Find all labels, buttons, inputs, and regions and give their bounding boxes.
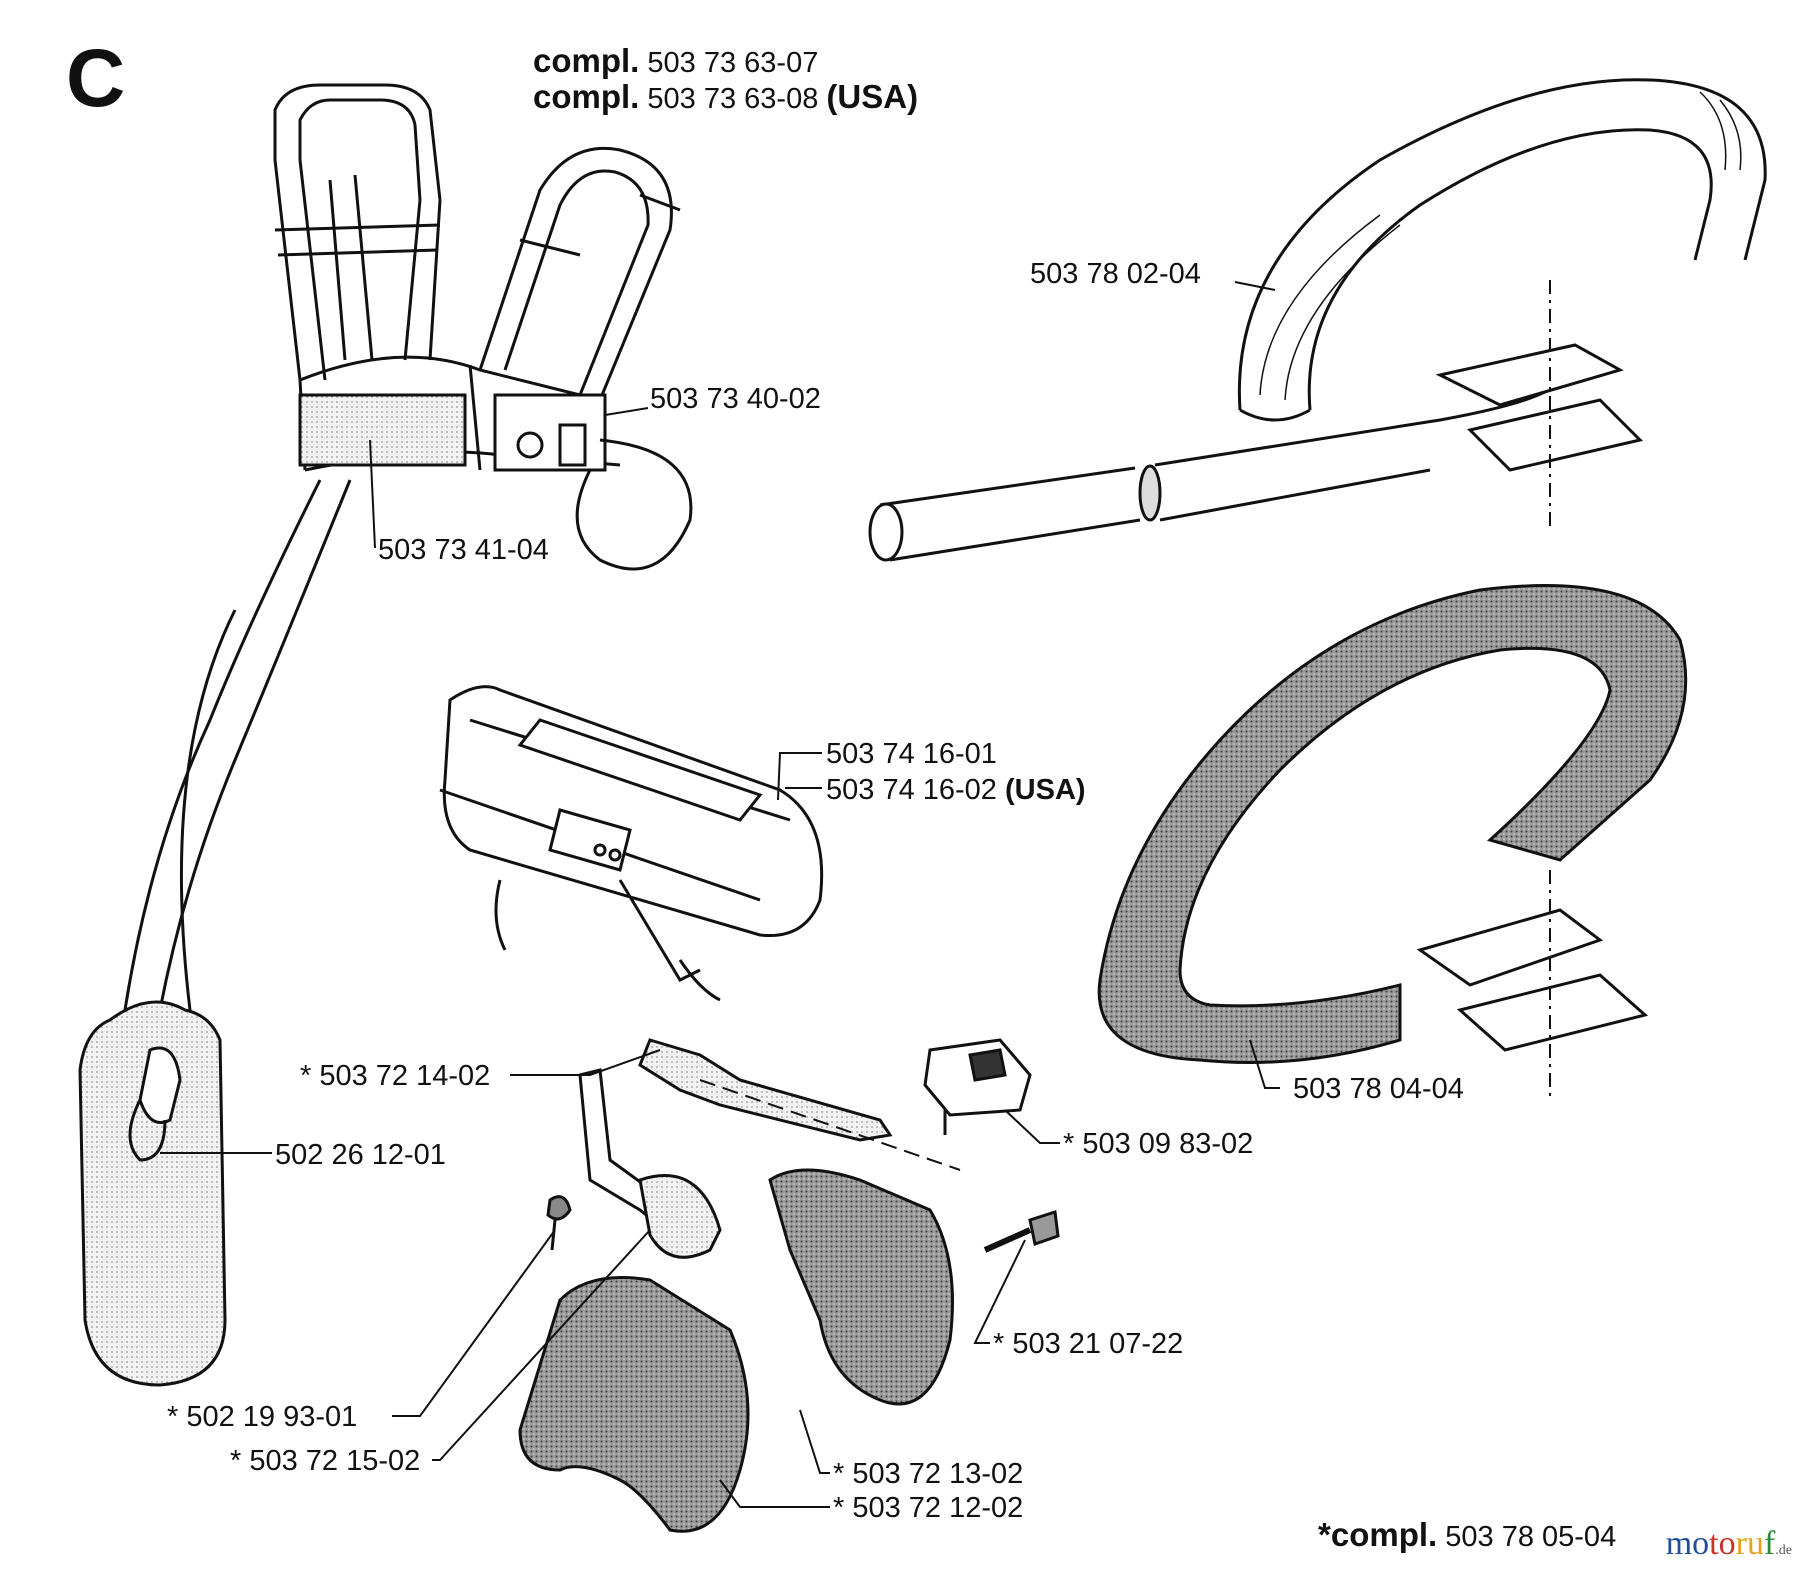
compl-word: compl. [533, 78, 640, 115]
loop-handle-drawing [868, 78, 1767, 562]
part-label-503741601: 503 74 16-01 [826, 738, 997, 770]
assembly-label-1: compl. 503 73 63-07 [533, 44, 818, 78]
part-label-503721302: * 503 72 13-02 [833, 1458, 1024, 1490]
section-letter: C [66, 33, 126, 124]
footer-assembly-label: *compl. 503 78 05-04 [1318, 1518, 1616, 1552]
carrying-belt-drawing [439, 685, 824, 1002]
part-label-503098302: * 503 09 83-02 [1063, 1128, 1254, 1160]
part-label-503780204: 503 78 02-04 [1030, 258, 1201, 290]
harness-drawing [78, 83, 693, 1387]
usa-suffix: (USA) [1005, 774, 1086, 806]
assembly-number-1: 503 73 63-07 [647, 47, 819, 79]
part-label-503734002: 503 73 40-02 [650, 383, 821, 415]
footer-assembly-number: 503 78 05-04 [1445, 1521, 1617, 1553]
part-number: 503 74 16-02 [826, 774, 997, 806]
part-label-503721202: * 503 72 12-02 [833, 1492, 1024, 1524]
assembly-number-2: 503 73 63-08 [647, 83, 819, 115]
compl-word: *compl. [1318, 1516, 1438, 1553]
watermark-logo: motoruf.de [1665, 1525, 1792, 1562]
part-label-502261201: 502 26 12-01 [275, 1139, 446, 1171]
part-label-503210722: * 503 21 07-22 [993, 1328, 1184, 1360]
part-label-503741602: 503 74 16-02 (USA) [826, 776, 1086, 805]
compl-word: compl. [533, 42, 640, 79]
leader-lines [160, 281, 1280, 1508]
assembly-label-2: compl. 503 73 63-08 (USA) [533, 80, 918, 114]
part-label-503734104: 503 73 41-04 [378, 534, 549, 566]
part-label-503721502: * 503 72 15-02 [230, 1445, 421, 1477]
throttle-parts-drawing [518, 1038, 1060, 1533]
part-label-503780404: 503 78 04-04 [1293, 1073, 1464, 1105]
part-label-502199301: * 502 19 93-01 [167, 1401, 358, 1433]
usa-suffix: (USA) [826, 78, 919, 115]
part-label-503721402: * 503 72 14-02 [300, 1060, 491, 1092]
padded-handle-drawing [1097, 584, 1688, 1100]
